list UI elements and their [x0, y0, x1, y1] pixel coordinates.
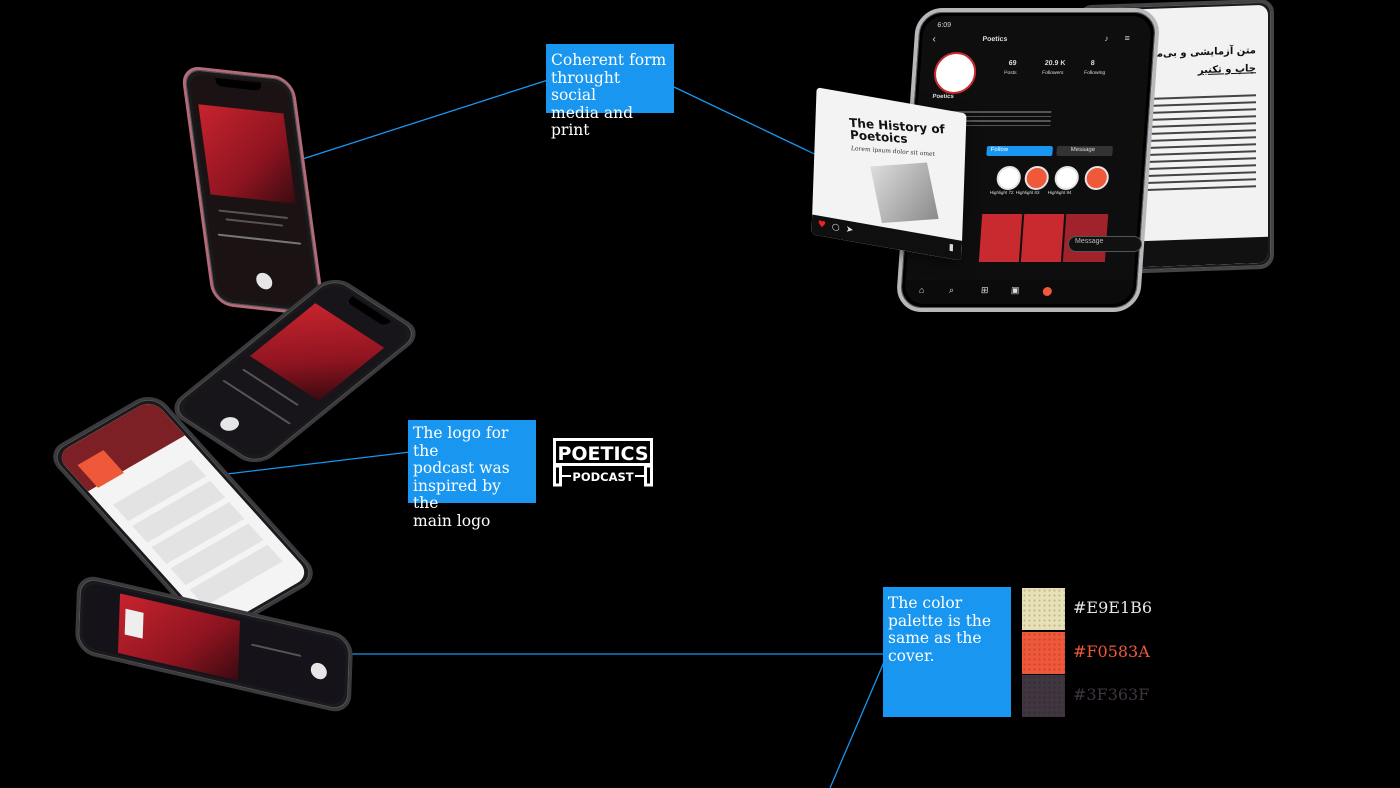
highlight-circle[interactable] — [995, 166, 1022, 190]
callout-line: palette is the — [888, 611, 992, 630]
profile-avatar[interactable] — [932, 52, 978, 94]
callout-line: media and print — [551, 103, 634, 139]
notifications-icon[interactable]: ♪ — [1104, 34, 1109, 43]
callout-palette: The color palette is the same as the cov… — [883, 587, 1011, 717]
swatch-cream — [1022, 588, 1065, 630]
highlight-label: Highlight 72 — [989, 190, 1014, 195]
callout-line: main logo — [413, 511, 491, 530]
stat-posts-label: Posts — [1003, 70, 1017, 76]
book-cover — [124, 608, 144, 639]
connector-palette-down — [829, 661, 885, 788]
status-time: 6:09 — [937, 22, 952, 29]
callout-line: cover. — [888, 646, 935, 665]
landscape-title-bar — [251, 643, 302, 657]
callout-line: Coherent form — [551, 51, 667, 69]
callout-line: The color — [888, 594, 963, 612]
callout-line: podcast was — [413, 459, 510, 477]
profile-tab-icon[interactable] — [1042, 287, 1053, 296]
highlight-label: Highlight 94 — [1047, 190, 1072, 195]
search-icon[interactable]: ⌕ — [948, 285, 955, 295]
share-icon[interactable]: ➤ — [845, 224, 854, 236]
stat-following-value: 8 — [1090, 60, 1095, 67]
instagram-post-card[interactable]: The History of Poetoics Lorem ipsum dolo… — [811, 87, 967, 261]
swatch-red — [1022, 632, 1065, 674]
highlight-label: Highlight 83 — [1015, 190, 1040, 195]
callout-logo: The logo for the podcast was inspired by… — [408, 420, 536, 529]
post-book-image — [870, 162, 939, 223]
swatch-dark — [1022, 675, 1065, 717]
phone-notch — [215, 77, 262, 91]
profile-name: Poetics — [932, 94, 954, 100]
post-title: The History of Poetoics — [848, 115, 946, 146]
message-input-placeholder: Message — [1075, 238, 1104, 245]
highlight-circle[interactable] — [1083, 166, 1110, 190]
progress-bar[interactable] — [217, 233, 302, 245]
stat-posts-value: 69 — [1008, 60, 1017, 67]
callout-line: inspired by the — [413, 476, 501, 512]
post-tile[interactable] — [1020, 214, 1065, 262]
logo-text-poetics: POETICS — [557, 443, 648, 465]
episode-subtitle-bar — [225, 218, 284, 227]
highlight-circle[interactable] — [1053, 166, 1080, 190]
stat-followers-label: Followers — [1041, 70, 1064, 76]
episode-cover-art — [198, 104, 296, 204]
stat-followers-value: 20.9 K — [1044, 60, 1066, 67]
callout-line: throught social — [551, 68, 621, 104]
highlight-circle[interactable] — [1023, 166, 1050, 190]
callout-social-media: Coherent form throught social media and … — [546, 44, 674, 139]
like-icon[interactable]: ♥ — [817, 219, 827, 231]
episode-title-bar — [218, 209, 289, 220]
reels-icon[interactable]: ▣ — [1010, 285, 1020, 295]
hex-cream: #E9E1B6 — [1073, 598, 1153, 617]
post-tile[interactable] — [978, 214, 1023, 262]
callout-line: The logo for the — [413, 424, 509, 460]
add-post-icon[interactable]: ⊞ — [980, 285, 989, 295]
message-button[interactable]: Message — [1056, 146, 1113, 156]
logo-text-podcast: PODCAST — [572, 470, 633, 484]
follow-button[interactable]: Follow — [986, 146, 1053, 156]
connector-social-left — [261, 79, 549, 173]
follow-button-label: Follow — [990, 147, 1009, 153]
stat-following-label: Following — [1083, 70, 1106, 76]
back-arrow-icon[interactable]: ‹ — [932, 34, 937, 45]
landscape-play-icon[interactable] — [310, 661, 328, 681]
callout-line: same as the — [888, 629, 982, 647]
bookmark-icon[interactable]: ▮ — [948, 242, 954, 254]
play-button-icon-2[interactable] — [216, 414, 243, 434]
hex-dark: #3F363F — [1073, 685, 1150, 704]
home-icon[interactable]: ⌂ — [918, 285, 925, 295]
message-input[interactable]: Message — [1068, 236, 1142, 252]
message-button-label: Message — [1070, 147, 1096, 153]
bottom-nav: ⌂ ⌕ ⊞ ▣ — [903, 280, 1134, 304]
poetics-podcast-logo: POETICS PODCAST — [553, 438, 653, 488]
play-button-icon[interactable] — [255, 272, 274, 291]
comment-icon[interactable]: ○ — [831, 222, 840, 234]
logo-frame: POETICS PODCAST — [553, 438, 653, 487]
hex-red: #F0583A — [1073, 642, 1150, 661]
menu-icon[interactable]: ≡ — [1124, 33, 1131, 43]
profile-username: Poetics — [982, 36, 1008, 43]
